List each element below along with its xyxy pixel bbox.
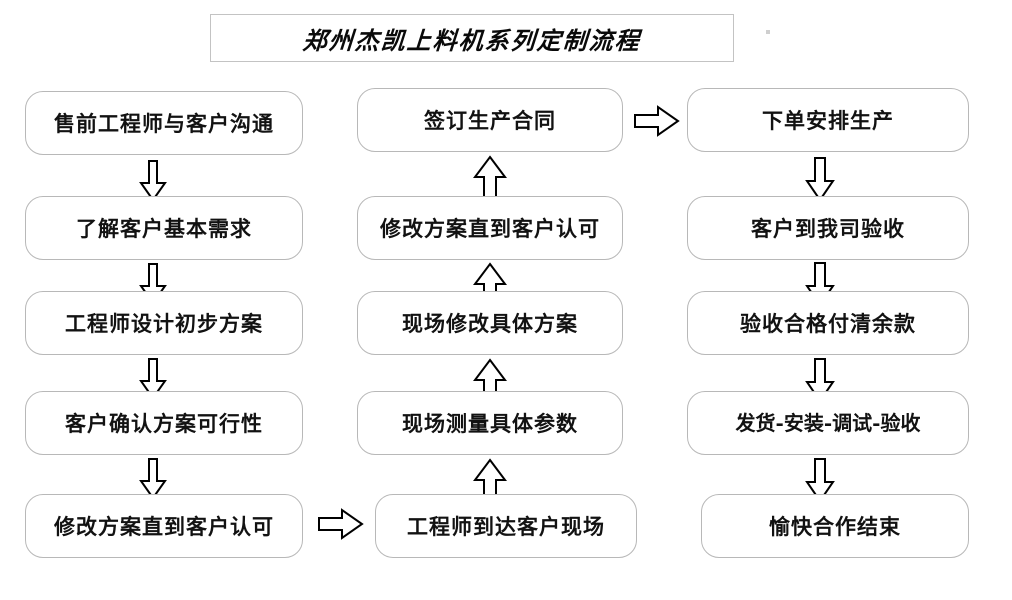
- arrow-down-left-3: [139, 358, 167, 400]
- node-middle-4-label: 现场测量具体参数: [402, 410, 578, 436]
- node-middle-1-label: 签订生产合同: [424, 107, 556, 133]
- node-middle-5[interactable]: 工程师到达客户现场: [375, 494, 637, 558]
- node-middle-3[interactable]: 现场修改具体方案: [357, 291, 623, 355]
- node-middle-2[interactable]: 修改方案直到客户认可: [357, 196, 623, 260]
- arrow-right-middle-to-right: [634, 105, 680, 137]
- arrow-down-left-4: [139, 458, 167, 500]
- node-right-1[interactable]: 下单安排生产: [687, 88, 969, 152]
- node-left-3[interactable]: 工程师设计初步方案: [25, 291, 303, 355]
- chart-title-box: 郑州杰凯上料机系列定制流程: [210, 14, 734, 62]
- node-left-2[interactable]: 了解客户基本需求: [25, 196, 303, 260]
- node-left-5-label: 修改方案直到客户认可: [54, 513, 274, 539]
- node-right-3[interactable]: 验收合格付清余款: [687, 291, 969, 355]
- node-middle-1[interactable]: 签订生产合同: [357, 88, 623, 152]
- node-right-4-label: 发货-安装-调试-验收: [735, 411, 921, 435]
- node-middle-5-label: 工程师到达客户现场: [407, 513, 605, 539]
- node-right-4[interactable]: 发货-安装-调试-验收: [687, 391, 969, 455]
- arrow-down-right-4: [805, 458, 835, 504]
- node-left-4-label: 客户确认方案可行性: [65, 410, 263, 436]
- node-left-3-label: 工程师设计初步方案: [65, 310, 263, 336]
- node-right-1-label: 下单安排生产: [762, 107, 894, 133]
- arrow-down-right-1: [805, 157, 835, 203]
- node-right-2-label: 客户到我司验收: [751, 215, 905, 241]
- stray-dot-artifact: [766, 30, 770, 34]
- node-left-2-label: 了解客户基本需求: [76, 215, 252, 241]
- node-right-2[interactable]: 客户到我司验收: [687, 196, 969, 260]
- node-left-1-label: 售前工程师与客户沟通: [54, 110, 274, 136]
- node-right-5[interactable]: 愉快合作结束: [701, 494, 969, 558]
- node-middle-2-label: 修改方案直到客户认可: [380, 215, 600, 241]
- chart-title-text: 郑州杰凯上料机系列定制流程: [301, 25, 642, 55]
- arrow-right-left-to-middle: [318, 508, 364, 540]
- node-left-1[interactable]: 售前工程师与客户沟通: [25, 91, 303, 155]
- node-middle-4[interactable]: 现场测量具体参数: [357, 391, 623, 455]
- node-right-5-label: 愉快合作结束: [769, 513, 901, 539]
- node-left-5[interactable]: 修改方案直到客户认可: [25, 494, 303, 558]
- node-middle-3-label: 现场修改具体方案: [402, 310, 578, 336]
- node-left-4[interactable]: 客户确认方案可行性: [25, 391, 303, 455]
- arrow-down-left-1: [139, 160, 167, 202]
- node-right-3-label: 验收合格付清余款: [740, 310, 916, 336]
